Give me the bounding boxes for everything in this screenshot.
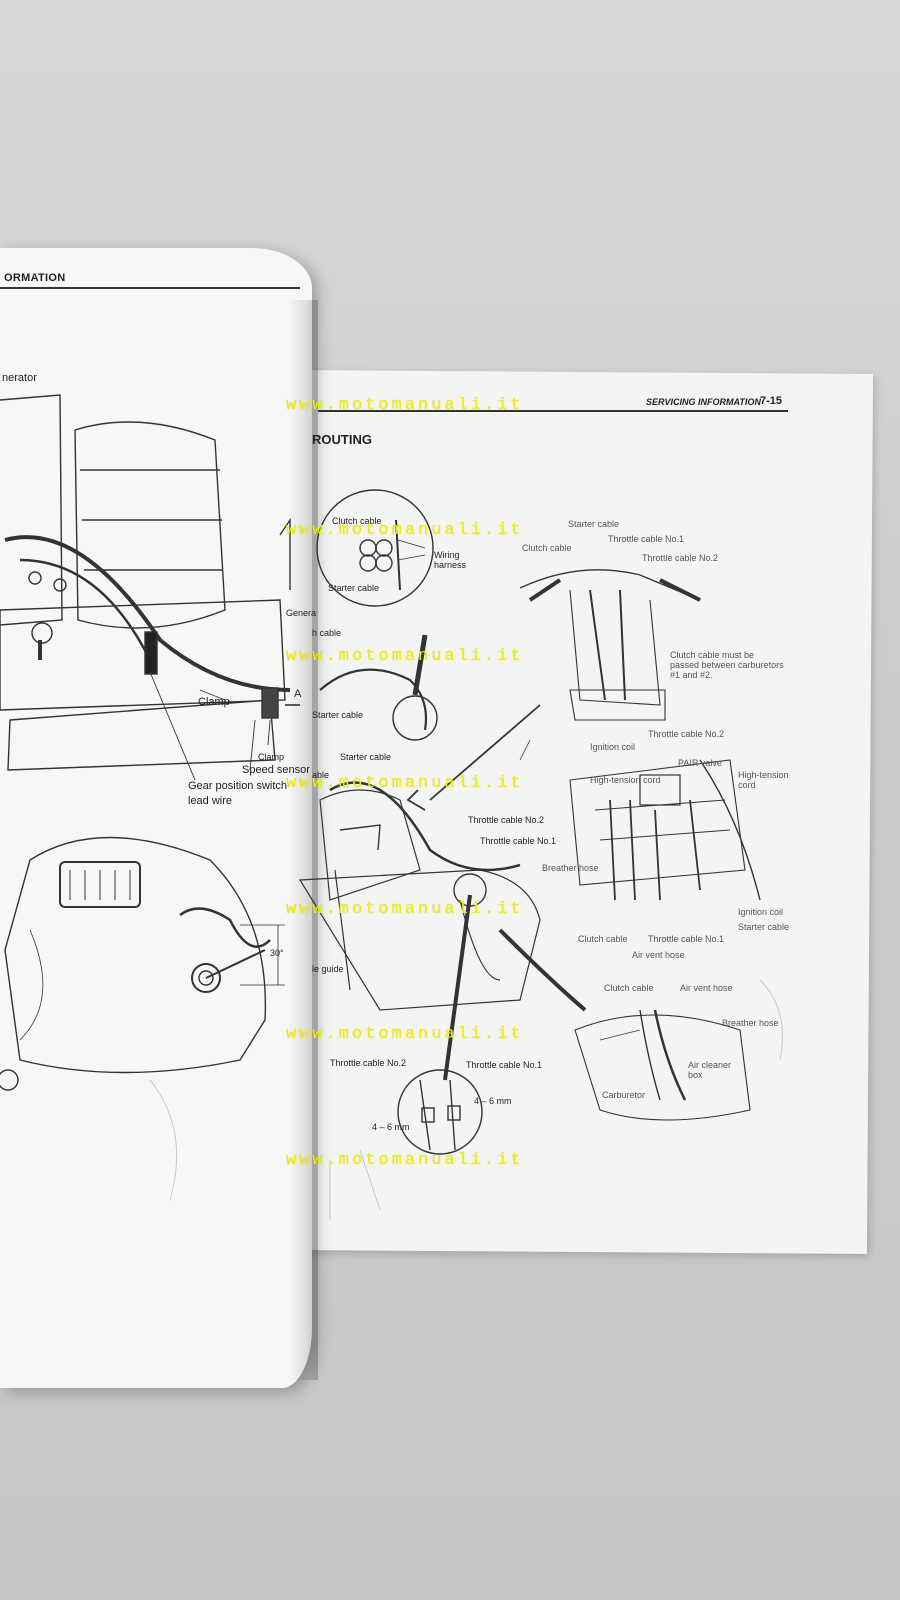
label-gap-left: 4 – 6 mm (372, 1122, 410, 1132)
detail-circle-bottom (397, 1069, 483, 1155)
clamp-1 (144, 631, 158, 675)
throttle-cable-route (329, 781, 521, 872)
label-r-air-vent-hose-2: Air vent hose (680, 983, 733, 993)
label-r-high-tension-1: High-tension (738, 770, 789, 780)
label-clutch-cable-top: Clutch cable (332, 516, 382, 526)
label-r-clutch-note-3: #1 and #2. (670, 670, 713, 680)
label-r-clutch-note-2: passed between carburetors (670, 660, 784, 670)
label-h-cable: h cable (312, 628, 342, 638)
right-header-rule (318, 410, 788, 412)
label-r-throttle-no1: Throttle cable No.1 (608, 534, 685, 544)
label-starter-cable-top: Starter cable (328, 583, 380, 593)
label-r-throttle-no2: Throttle cable No.2 (642, 553, 719, 563)
label-r-air-vent-hose: Air vent hose (632, 950, 685, 960)
label-r-air-cleaner-1: Air cleaner (688, 1060, 732, 1070)
label-r-starter-cable-2: Starter cable (738, 922, 790, 932)
label-r-clutch-cable-3: Clutch cable (604, 983, 654, 993)
watermark-4: www.motomanuali.it (286, 774, 524, 793)
label-r-ignition-coil-2: Ignition coil (738, 907, 784, 917)
label-gear-switch-1: Gear position switch (188, 780, 288, 792)
label-generator: nerator (2, 372, 37, 384)
wire-harness-left (4, 535, 291, 692)
label-throttle-no2-mid: Throttle cable No.2 (468, 815, 545, 825)
cover-outline (4, 836, 267, 1074)
label-cable-guide: le guide (312, 964, 344, 974)
detail-circle-mid (392, 695, 438, 741)
label-clamp-2: Clamp (258, 752, 285, 762)
crankcase (0, 599, 286, 711)
section-title: ROUTING (312, 432, 372, 447)
label-r-ignition-coil: Ignition coil (590, 742, 636, 752)
label-gap-right: 4 – 6 mm (474, 1096, 512, 1106)
left-page-header: ORMATION (4, 272, 66, 284)
book-gutter-shadow (288, 300, 318, 1380)
label-starter-cable-low: Starter cable (340, 752, 392, 762)
carburetor-assembly (569, 759, 746, 886)
watermark-6: www.motomanuali.it (286, 1025, 524, 1044)
label-r-pair-valve: PAIR valve (678, 758, 722, 768)
label-r-breather-hose: Breather hose (542, 863, 599, 873)
label-r-high-tension-2: cord (738, 780, 756, 790)
label-genera: Genera (286, 608, 317, 618)
label-r-carburetor: Carburetor (602, 1090, 646, 1100)
watermark-7: www.motomanuali.it (286, 1151, 524, 1170)
left-page (0, 248, 312, 1388)
label-gear-switch-2: lead wire (188, 795, 233, 807)
label-r-throttle-no1-2: Throttle cable No.1 (648, 934, 725, 944)
watermark-1: www.motomanuali.it (286, 396, 524, 415)
right-page-header: SERVICING INFORMATION (646, 397, 761, 407)
label-starter-cable-mid: Starter cable (312, 710, 364, 720)
watermark-2: www.motomanuali.it (286, 521, 524, 540)
label-throttle-no1-bottom: Throttle cable No.1 (466, 1060, 543, 1070)
frame-outline (298, 869, 541, 1011)
label-speed-sensor: Speed sensor (242, 764, 310, 776)
handlebar (519, 569, 701, 601)
air-cleaner-box (574, 1014, 751, 1121)
label-r-high-tension-cord: High-tension cord (590, 775, 661, 785)
label-arrow-a: A (294, 688, 302, 700)
page-number: 7-15 (760, 395, 783, 407)
label-throttle-no1-mid: Throttle cable No.1 (480, 836, 557, 846)
label-throttle-no2-bottom: Throttle cable No.2 (330, 1058, 407, 1068)
label-r-breather-hose-2: Breather hose (722, 1018, 779, 1028)
pointer-arrow-bottom (443, 894, 472, 1081)
label-wiring-2: harness (434, 560, 467, 570)
label-r-clutch-note-1: Clutch cable must be (670, 650, 755, 660)
label-r-air-cleaner-2: box (688, 1070, 703, 1080)
generator-fins (80, 469, 223, 571)
label-r-clutch-cable-2: Clutch cable (578, 934, 628, 944)
label-clamp-1: Clamp (198, 696, 230, 708)
detail-circle-top (316, 489, 434, 607)
pointer-arrow-right (498, 928, 587, 1012)
clamp-2 (261, 687, 279, 719)
label-angle: 30° (270, 948, 284, 958)
label-r-throttle-no2-b: Throttle cable No.2 (648, 729, 725, 739)
label-wiring-1: Wiring (434, 550, 460, 560)
watermark-5: www.motomanuali.it (286, 900, 524, 919)
watermark-3: www.motomanuali.it (286, 647, 524, 666)
generator-housing (74, 421, 226, 629)
label-able: able (312, 770, 330, 780)
left-header-rule (0, 287, 300, 289)
label-r-starter-cable: Starter cable (568, 519, 620, 529)
connector-block (59, 861, 141, 908)
label-r-clutch-cable: Clutch cable (522, 543, 572, 553)
